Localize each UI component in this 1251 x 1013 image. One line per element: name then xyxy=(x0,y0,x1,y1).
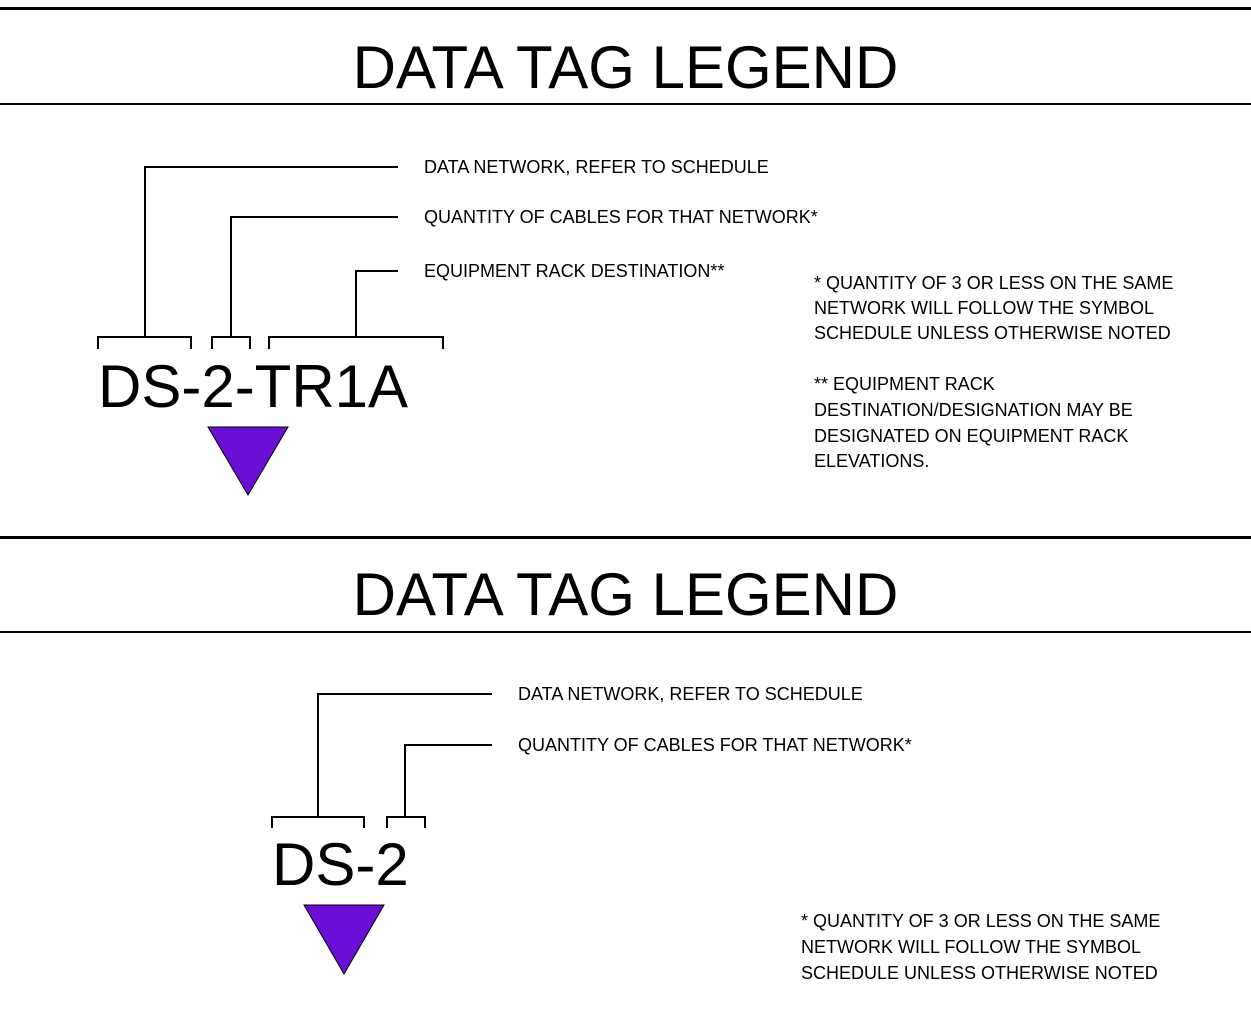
notes-1: * QUANTITY OF 3 OR LESS ON THE SAME NETW… xyxy=(814,273,1173,471)
note-line: DESIGNATED ON EQUIPMENT RACK xyxy=(814,426,1128,446)
note-line: DESTINATION/DESIGNATION MAY BE xyxy=(814,400,1133,420)
title-rule-1 xyxy=(0,103,1251,105)
note-line: NETWORK WILL FOLLOW THE SYMBOL xyxy=(814,298,1154,318)
label-cable-qty-1: QUANTITY OF CABLES FOR THAT NETWORK* xyxy=(424,207,818,227)
legend-title-2: DATA TAG LEGEND xyxy=(352,561,899,628)
tag-diagram-1: DATA NETWORK, REFER TO SCHEDULE QUANTITY… xyxy=(97,157,1173,496)
note-line: ELEVATIONS. xyxy=(814,451,929,471)
label-data-network-1: DATA NETWORK, REFER TO SCHEDULE xyxy=(424,157,769,177)
triangle-down-icon xyxy=(207,426,289,496)
leader-data-network-1 xyxy=(144,166,398,336)
leader-data-network-2 xyxy=(317,693,492,816)
leader-cable-qty-2 xyxy=(404,744,492,816)
brackets-1 xyxy=(97,336,444,349)
label-data-network-2: DATA NETWORK, REFER TO SCHEDULE xyxy=(518,684,863,704)
tag-text-2: DS-2 xyxy=(272,831,409,898)
note-line: ** EQUIPMENT RACK xyxy=(814,374,995,394)
leader-cable-qty-1 xyxy=(230,216,398,336)
note-line: SCHEDULE UNLESS OTHERWISE NOTED xyxy=(814,323,1171,343)
note-line: NETWORK WILL FOLLOW THE SYMBOL xyxy=(801,937,1141,957)
tag-text-1: DS-2-TR1A xyxy=(98,353,408,420)
label-cable-qty-2: QUANTITY OF CABLES FOR THAT NETWORK* xyxy=(518,735,912,755)
legend-title-1: DATA TAG LEGEND xyxy=(352,34,899,101)
title-rule-2 xyxy=(0,631,1251,633)
triangle-down-icon xyxy=(303,904,385,975)
note-line: * QUANTITY OF 3 OR LESS ON THE SAME xyxy=(814,273,1173,293)
label-rack-dest-1: EQUIPMENT RACK DESTINATION** xyxy=(424,261,724,281)
tag-diagram-2: DATA NETWORK, REFER TO SCHEDULE QUANTITY… xyxy=(271,684,1160,983)
bracket-rack-1 xyxy=(268,336,444,349)
bracket-ds-1 xyxy=(97,336,192,349)
leader-lines-2 xyxy=(317,693,492,816)
brackets-2 xyxy=(271,816,426,828)
top-rule-2 xyxy=(0,536,1251,539)
top-rule-1 xyxy=(0,7,1251,10)
bracket-ds-2 xyxy=(271,816,365,828)
bracket-qty-1 xyxy=(211,336,251,349)
note-line: * QUANTITY OF 3 OR LESS ON THE SAME xyxy=(801,911,1160,931)
leader-rack-dest-1 xyxy=(355,270,398,336)
leader-lines-1 xyxy=(144,166,398,336)
note-line: SCHEDULE UNLESS OTHERWISE NOTED xyxy=(801,963,1158,983)
notes-2: * QUANTITY OF 3 OR LESS ON THE SAME NETW… xyxy=(801,911,1160,983)
bracket-qty-2 xyxy=(386,816,426,828)
